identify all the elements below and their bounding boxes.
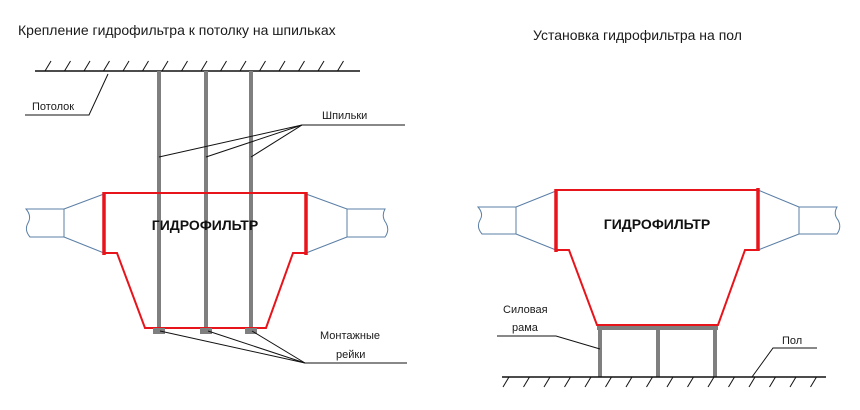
hatch-mark	[605, 376, 612, 388]
mounting-rails	[153, 328, 257, 334]
studs-label: Шпильки	[322, 110, 367, 122]
hatch-mark	[584, 376, 592, 388]
ceiling-leader	[25, 73, 109, 116]
ceiling	[35, 60, 360, 72]
hatch-mark	[83, 60, 91, 72]
hatch-mark	[666, 376, 674, 388]
hatch-mark	[142, 60, 149, 72]
hydrofilter-label: ГИДРОФИЛЬТР	[152, 217, 258, 233]
hatch-mark	[44, 60, 52, 72]
hatch-mark	[748, 376, 756, 388]
hatch-mark	[646, 376, 653, 388]
floor-label: Пол	[782, 335, 802, 347]
hatch-mark	[707, 376, 715, 388]
hatch-mark	[220, 60, 227, 72]
floor-leader	[751, 347, 817, 378]
hatch-mark	[103, 60, 110, 72]
frame-label-line2: рама	[512, 322, 539, 334]
hatch-mark	[161, 60, 169, 72]
hatch-mark	[810, 376, 817, 388]
ceiling-label: Потолок	[32, 101, 74, 113]
support-frame	[597, 326, 718, 377]
leader-lines	[25, 73, 407, 364]
hatch-mark	[239, 60, 247, 72]
hatch-mark	[543, 376, 551, 388]
rail-clip	[245, 328, 257, 334]
rails-label-line2: рейки	[336, 349, 365, 361]
ceiling-hatching	[44, 60, 344, 72]
hatch-mark	[789, 376, 797, 388]
hatch-mark	[687, 376, 694, 388]
ceiling-mount-diagram: Крепление гидрофильтра к потолку на шпил…	[18, 22, 407, 364]
rail-clip	[153, 328, 165, 334]
hatch-mark	[769, 376, 776, 388]
right-diagram-title: Установка гидрофильтра на пол	[533, 27, 742, 43]
frame-label-line1: Силовая	[503, 304, 548, 316]
hatch-mark	[523, 376, 530, 388]
hatch-mark	[200, 60, 208, 72]
hatch-mark	[64, 60, 71, 72]
hatch-mark	[564, 376, 571, 388]
studs	[157, 71, 253, 334]
hatch-mark	[278, 60, 286, 72]
hatch-mark	[337, 60, 344, 72]
hatch-mark	[298, 60, 305, 72]
hydrofilter-body: ГИДРОФИЛЬТР	[102, 192, 308, 329]
rails-label-line1: Монтажные	[320, 330, 380, 342]
hatch-mark	[728, 376, 735, 388]
hatch-mark	[625, 376, 633, 388]
right-outlet-duct	[757, 189, 841, 251]
left-diagram-title: Крепление гидрофильтра к потолку на шпил…	[18, 22, 336, 38]
right-outlet-duct	[305, 193, 389, 254]
floor-mount-diagram: Установка гидрофильтра на пол ГИДРОФИЛЬТ…	[476, 27, 841, 388]
hatch-mark	[317, 60, 325, 72]
left-inlet-duct	[476, 190, 557, 251]
floor-hatching	[502, 376, 817, 388]
hydrofilter-label: ГИДРОФИЛЬТР	[604, 216, 710, 232]
floor	[502, 376, 826, 388]
hatch-mark	[502, 376, 510, 388]
hatch-mark	[181, 60, 188, 72]
hydrofilter-body: ГИДРОФИЛЬТР	[554, 188, 760, 326]
leader-lines	[497, 335, 817, 378]
hatch-mark	[122, 60, 130, 72]
frame-leader	[497, 335, 601, 350]
left-inlet-duct	[24, 193, 105, 254]
hatch-mark	[259, 60, 266, 72]
rail-clip	[200, 328, 212, 334]
